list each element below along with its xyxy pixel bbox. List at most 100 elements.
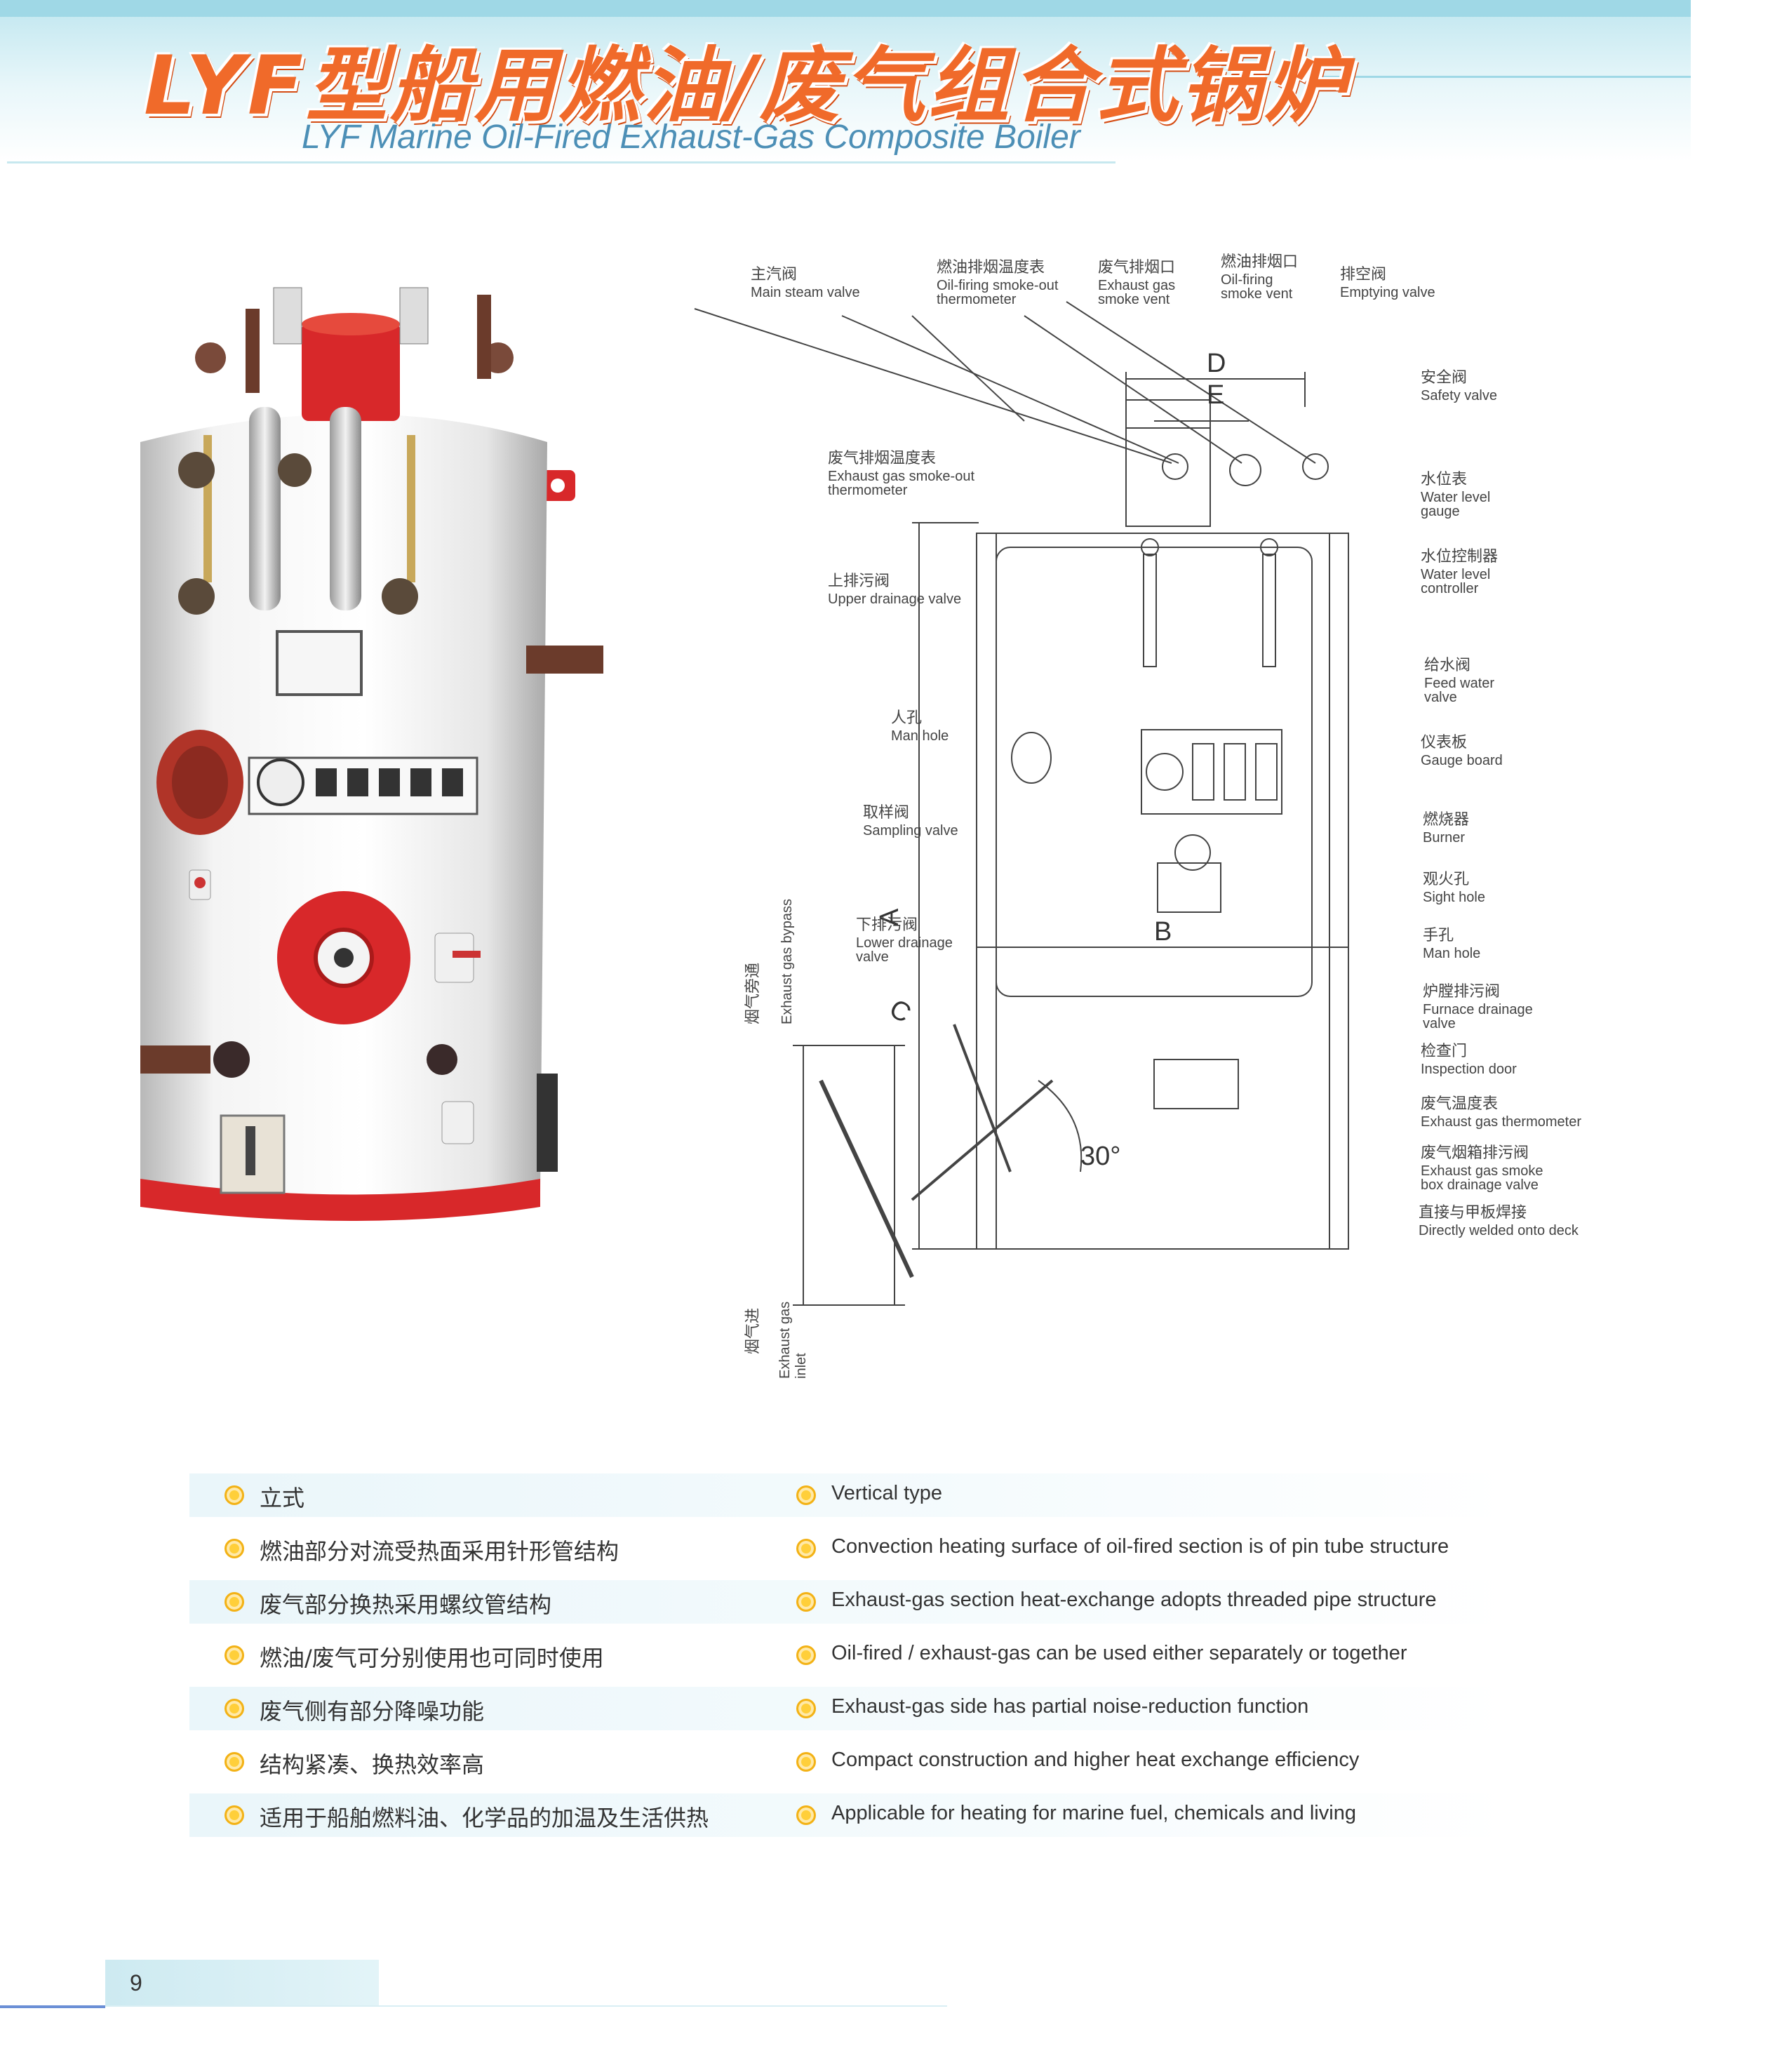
feed-water-valve-cn: 给水阀 [1424,657,1470,674]
top-labels: 主汽阀 Main steam valve 燃油排烟温度表 Oil-firing … [751,253,1435,307]
bullet-icon [225,1645,244,1665]
inspection-door-cn: 检查门 [1421,1043,1467,1060]
safety-valve-cn: 安全阀 [1421,369,1467,387]
feature-en: Compact construction and higher heat exc… [831,1749,1360,1771]
oil-vent-cn: 燃油排烟口 [1221,253,1298,271]
feature-cn: 燃油/废气可分别使用也可同时使用 [260,1645,604,1671]
main-steam-valve-cn: 主汽阀 [751,266,797,283]
main-steam-valve-en: Main steam valve [751,285,860,300]
bullet-icon [796,1699,816,1718]
water-level-controller-en1: Water level [1421,567,1490,582]
emptying-valve-en: Emptying valve [1340,285,1435,300]
water-level-controller-cn: 水位控制器 [1421,548,1498,566]
bullet-icon [796,1752,816,1772]
feature-cn: 结构紧凑、换热效率高 [260,1751,485,1778]
water-level-gauge-cn: 水位表 [1421,471,1467,488]
bullet-icon [225,1805,244,1825]
burner-cn: 燃烧器 [1423,811,1469,829]
bullet-icon [225,1485,244,1505]
page-title: LYF型船用燃油/废气组合式锅炉 [144,39,1349,133]
man-hole-left-cn: 人孔 [891,709,922,727]
feature-item: 燃油/废气可分别使用也可同时使用 Oil-fired / exhaust-gas… [189,1633,1508,1677]
bullet-icon [225,1752,244,1772]
boiler-photo [140,287,603,1221]
feature-item: 废气侧有部分降噪功能 Exhaust-gas side has partial … [189,1687,1508,1730]
furnace-drainage-valve-cn: 炉膛排污阀 [1423,983,1500,1001]
feature-en: Convection heating surface of oil-fired … [831,1535,1449,1558]
exhaust-thermometer-en2: thermometer [828,483,908,498]
exhaust-thermometer-en1: Exhaust gas smoke-out [828,469,974,484]
footer-rule [0,2005,105,2008]
water-level-gauge-en2: gauge [1421,504,1460,519]
inlet-en2: inlet [793,1353,809,1379]
bullet-icon [796,1485,816,1505]
dim-e: E [1207,380,1224,410]
sampling-valve-cn: 取样阀 [863,804,909,822]
footer-rule-light [105,2005,947,2007]
oil-vent-en1: Oil-firing [1221,272,1273,288]
feed-water-valve-en1: Feed water [1424,676,1494,691]
water-level-gauge-en1: Water level [1421,490,1490,505]
header-band [0,0,1691,161]
page-number: 9 [130,1970,142,1996]
feature-en: Vertical type [831,1482,942,1504]
lower-drainage-valve-en1: Lower drainage [856,935,953,951]
lower-drainage-valve-en2: valve [856,949,889,965]
smoke-box-drainage-valve-cn: 废气烟箱排污阀 [1421,1144,1529,1162]
page-subtitle: LYF Marine Oil-Fired Exhaust-Gas Composi… [302,119,1080,156]
feature-cn: 适用于船舶燃料油、化学品的加温及生活供热 [260,1805,709,1831]
feature-en: Applicable for heating for marine fuel, … [831,1802,1356,1824]
emptying-valve-cn: 排空阀 [1340,266,1386,283]
feature-en: Oil-fired / exhaust-gas can be used eith… [831,1642,1407,1664]
feature-cn: 立式 [260,1485,305,1511]
sight-hole-cn: 观火孔 [1423,871,1469,888]
oil-thermometer-cn: 燃油排烟温度表 [937,259,1045,276]
left-labels: 废气排烟温度表 Exhaust gas smoke-out thermomete… [828,450,974,965]
bullet-icon [796,1805,816,1825]
feed-water-valve-en2: valve [1424,690,1457,705]
right-labels: 安全阀 Safety valve 水位表 Water level gauge 水… [1419,369,1581,1238]
dim-c: C [885,994,916,1029]
water-level-controller-en2: controller [1421,581,1479,596]
deck-welded-cn: 直接与甲板焊接 [1419,1204,1527,1222]
furnace-drainage-valve-en1: Furnace drainage [1423,1002,1533,1017]
burner-en: Burner [1423,830,1465,845]
header-rule [1284,76,1691,78]
oil-thermometer-en2: thermometer [937,292,1017,307]
gauge-board-en: Gauge board [1421,753,1503,768]
exhaust-vent-en2: smoke vent [1098,292,1170,307]
feature-item: 适用于船舶燃料油、化学品的加温及生活供热 Applicable for heat… [189,1793,1508,1837]
boiler-outline [976,533,1349,1250]
sight-hole-en: Sight hole [1423,890,1485,905]
furnace-drainage-valve-en2: valve [1423,1016,1456,1031]
feature-cn: 废气部分换热采用螺纹管结构 [260,1591,552,1618]
feature-cn: 废气侧有部分降噪功能 [260,1698,485,1725]
inlet-en1: Exhaust gas [777,1302,793,1379]
bypass-en: Exhaust gas bypass [779,899,795,1024]
hand-hole-cn: 手孔 [1423,927,1454,944]
upper-drainage-valve-en: Upper drainage valve [828,591,961,607]
oil-thermometer-en1: Oil-firing smoke-out [937,278,1059,293]
bullet-icon [796,1539,816,1558]
inspection-door-en: Inspection door [1421,1062,1517,1077]
bypass-cn: 烟气旁通 [744,963,762,1024]
hand-hole-en: Man hole [1423,946,1480,961]
exhaust-vent-en1: Exhaust gas [1098,278,1175,293]
exhaust-gas-thermometer-cn: 废气温度表 [1421,1095,1498,1113]
feature-en: Exhaust-gas side has partial noise-reduc… [831,1695,1309,1718]
safety-valve-en: Safety valve [1421,388,1497,403]
exhaust-thermometer-cn: 废气排烟温度表 [828,450,936,467]
inlet-cn: 烟气进 [744,1308,762,1354]
dim-angle: 30° [1080,1142,1120,1171]
sampling-valve-en: Sampling valve [863,823,958,838]
bullet-icon [225,1539,244,1558]
upper-drainage-valve-cn: 上排污阀 [828,573,890,590]
feature-cn: 燃油部分对流受热面采用针形管结构 [260,1538,619,1565]
bullet-icon [225,1699,244,1718]
smoke-box-drainage-valve-en2: box drainage valve [1421,1177,1539,1193]
dim-b: B [1154,917,1172,947]
boiler-schematic: A B C D E 30° 主汽阀 Main steam valve 燃油排烟温… [694,253,1581,1379]
exhaust-gas-thermometer-en: Exhaust gas thermometer [1421,1114,1581,1130]
feature-item: 立式 Vertical type [189,1473,1508,1517]
lower-drainage-valve-cn: 下排污阀 [856,916,918,934]
